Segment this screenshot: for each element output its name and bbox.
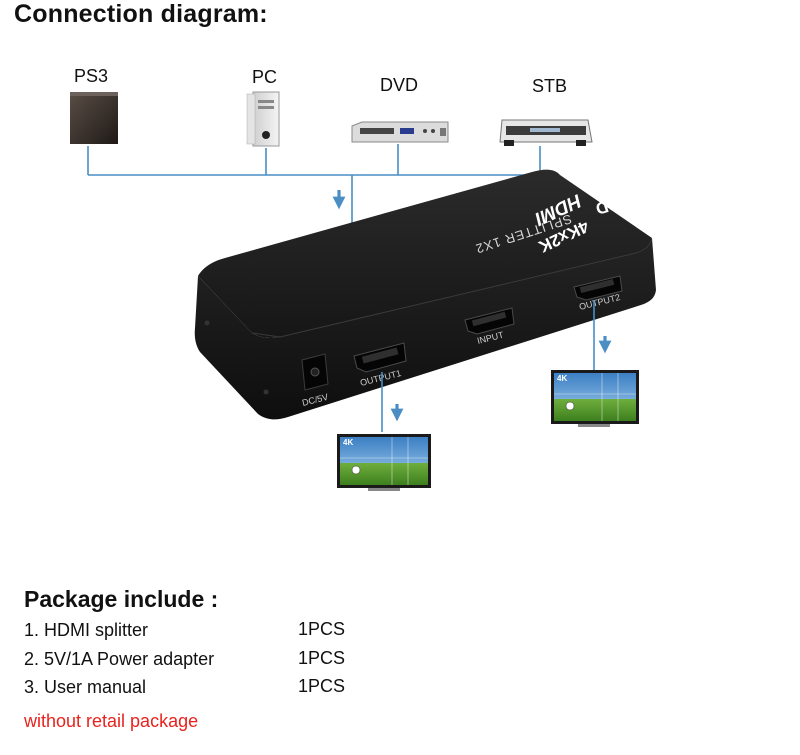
package-item-name: 2. 5V/1A Power adapter — [24, 649, 215, 669]
package-item-qty: 1PCS — [298, 619, 346, 639]
source-label-dvd: DVD — [380, 75, 419, 95]
page-title: Connection diagram: — [14, 0, 268, 28]
source-label-ps3: PS3 — [74, 66, 109, 86]
package-item-name: 3. User manual — [24, 677, 147, 697]
package-item-qty: 1PCS — [298, 676, 346, 696]
dvd-player-icon — [351, 121, 449, 143]
package-title: Package include : — [24, 586, 219, 612]
dc-power-port — [301, 353, 329, 391]
hdmi-splitter-device: SPLITTER 1X2 3D 4Kx2K HDMI DC/5V OUTPUT1… — [194, 169, 656, 420]
output-connector-lines — [381, 300, 612, 432]
hdmi-output2-port — [573, 275, 623, 301]
ps3-console-icon — [70, 92, 118, 144]
display-output1-icon: 4K — [337, 434, 431, 491]
hdmi-input-port — [464, 307, 515, 335]
pc-tower-icon — [246, 91, 280, 147]
source-label-stb: STB — [532, 76, 568, 96]
connection-diagram: SPLITTER 1X2 3D 4Kx2K HDMI DC/5V OUTPUT1… — [70, 91, 656, 491]
package-item-name: 1. HDMI splitter — [24, 620, 149, 640]
set-top-box-icon — [499, 119, 593, 146]
package-item-qty: 1PCS — [298, 648, 346, 668]
display1-badge: 4K — [343, 438, 353, 447]
retail-package-notice: without retail package — [24, 711, 199, 731]
hdmi-output1-port — [353, 342, 407, 373]
display-output2-icon: 4K — [551, 370, 639, 427]
source-label-pc: PC — [252, 67, 278, 87]
display2-badge: 4K — [557, 374, 567, 383]
